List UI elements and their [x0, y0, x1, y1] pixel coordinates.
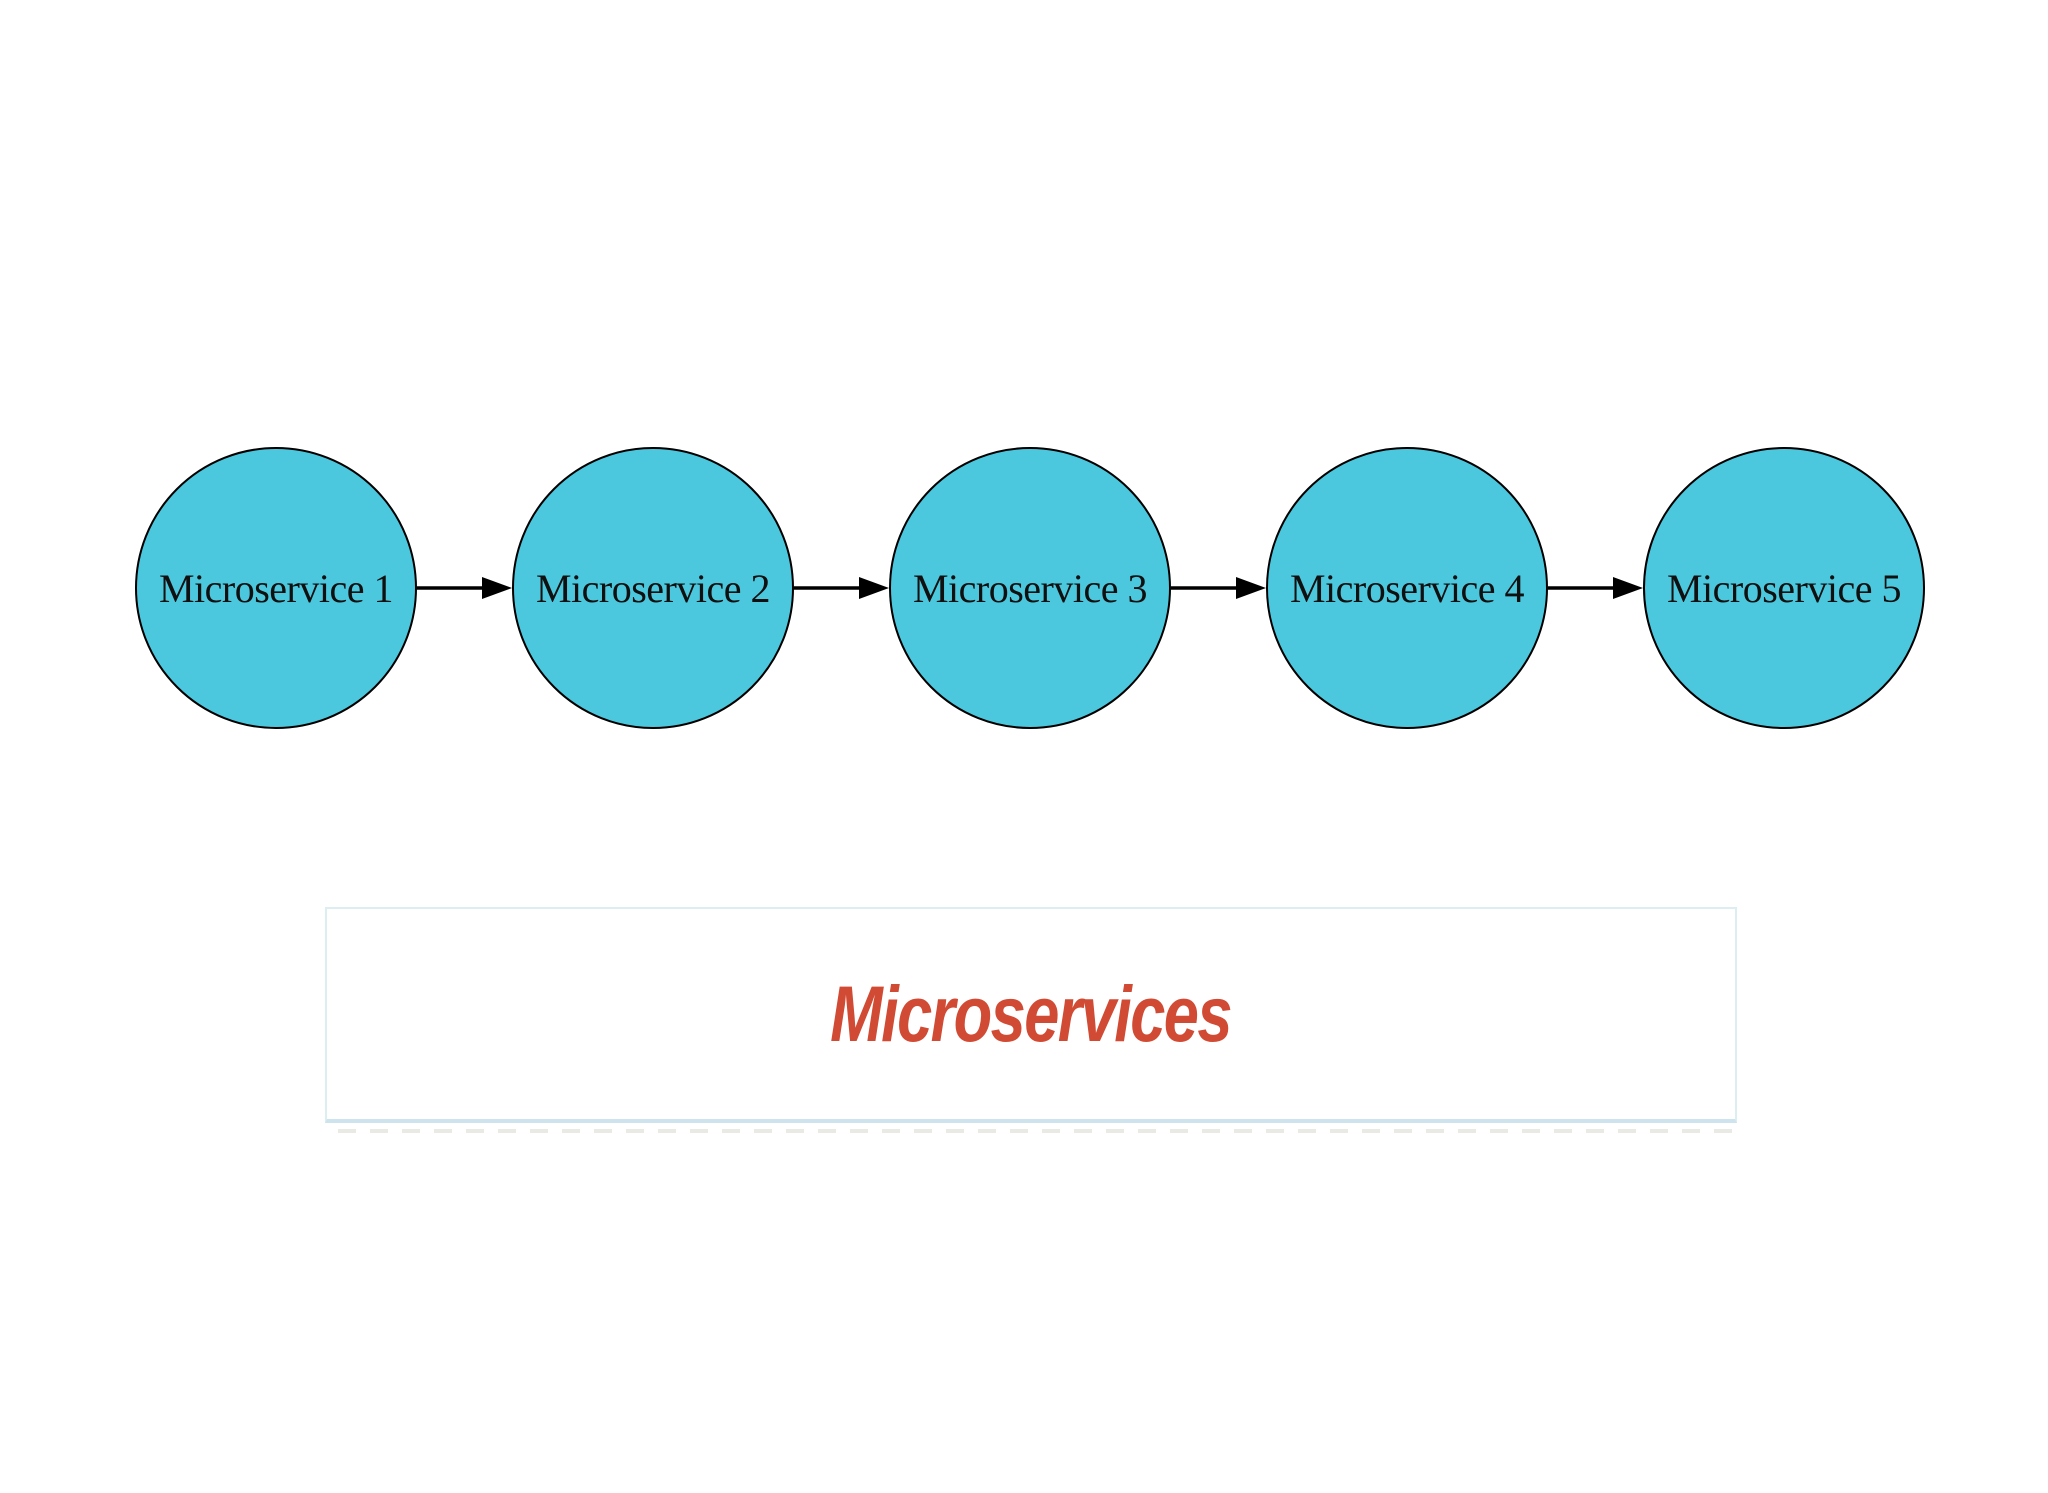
- node-label: Microservice 5: [1666, 565, 1902, 611]
- arrow-4-to-5-icon: [1548, 574, 1643, 602]
- node-label: Microservice 4: [1289, 565, 1525, 611]
- node-microservice-5: Microservice 5: [1643, 447, 1925, 729]
- node-label: Microservice 2: [535, 565, 771, 611]
- node-microservice-3: Microservice 3: [889, 447, 1171, 729]
- node-microservice-4: Microservice 4: [1266, 447, 1548, 729]
- node-microservice-1: Microservice 1: [135, 447, 417, 729]
- caption-text: Microservices: [830, 969, 1233, 1058]
- arrow-2-to-3-icon: [794, 574, 889, 602]
- dashed-divider: [338, 1129, 1736, 1133]
- node-label: Microservice 1: [158, 565, 394, 611]
- arrow-3-to-4-icon: [1171, 574, 1266, 602]
- node-label: Microservice 3: [912, 565, 1148, 611]
- caption-box: Microservices: [325, 907, 1737, 1123]
- node-microservice-2: Microservice 2: [512, 447, 794, 729]
- arrow-1-to-2-icon: [417, 574, 512, 602]
